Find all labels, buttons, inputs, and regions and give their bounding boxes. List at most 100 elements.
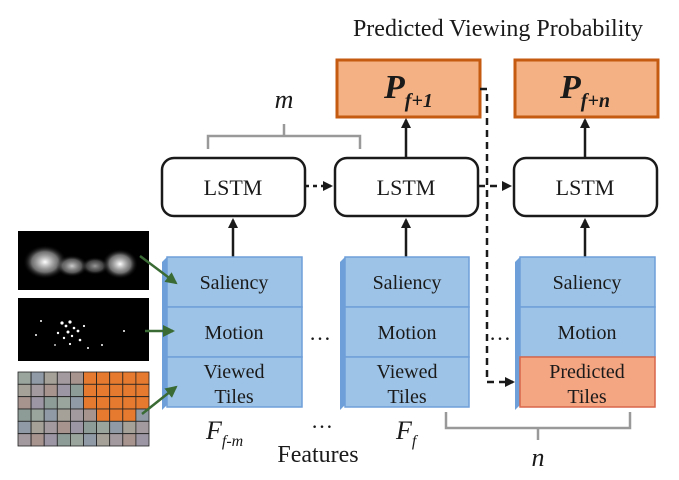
tile-cell	[70, 420, 84, 434]
feature-stack-1: Saliency Motion Viewed Tiles	[162, 256, 303, 410]
tile-cell	[96, 420, 111, 434]
tile-cell	[135, 383, 150, 397]
m-window-bracket	[206, 124, 362, 149]
viewed-label-line1: Viewed	[204, 361, 265, 383]
svg-text:LSTM: LSTM	[377, 175, 436, 200]
tile-cell	[56, 433, 71, 447]
saliency-label: Saliency	[200, 272, 269, 294]
lstm-cell-2: LSTM	[333, 156, 480, 218]
tile-cell	[17, 396, 32, 410]
tile-cell	[70, 396, 84, 410]
viewed-label-line2: Tiles	[387, 386, 427, 408]
feature-stack-2: Saliency Motion Viewed Tiles	[340, 256, 470, 410]
output-symbol: P	[383, 69, 405, 106]
output-subscript: f+n	[581, 90, 610, 112]
tile-cell	[17, 383, 32, 397]
tile-cell	[109, 383, 124, 397]
motion-map-thumbnail	[18, 298, 149, 361]
saliency-map-thumbnail	[18, 231, 149, 290]
tile-cell	[96, 383, 111, 397]
features-caption: Features	[277, 442, 358, 468]
tile-cell	[83, 408, 98, 422]
tile-cell	[135, 396, 150, 410]
viewed-label-line2: Tiles	[214, 386, 254, 408]
tile-cell	[135, 433, 150, 447]
lstm-cell-3: LSTM	[512, 156, 659, 218]
tile-cell	[43, 371, 58, 385]
tile-cell	[96, 408, 111, 422]
tile-cell	[83, 420, 98, 434]
viewed-tiles-thumbnail	[17, 371, 150, 447]
tile-cell	[96, 396, 111, 410]
svg-text:LSTM: LSTM	[204, 175, 263, 200]
tile-cell	[17, 371, 32, 385]
tile-cell	[135, 371, 150, 385]
motion-label: Motion	[205, 322, 264, 344]
tile-cell	[30, 371, 45, 385]
tile-cell	[70, 371, 84, 385]
tile-cell	[56, 383, 71, 397]
frame-label-last: Ff	[395, 416, 419, 450]
tile-cell	[43, 408, 58, 422]
tile-cell	[122, 396, 137, 410]
tile-cell	[122, 383, 137, 397]
tile-cell	[83, 433, 98, 447]
svg-text:Pf+1: Pf+1	[383, 69, 433, 112]
ellipsis: …	[311, 408, 333, 433]
svg-text:LSTM: LSTM	[556, 175, 615, 200]
tile-cell	[109, 433, 124, 447]
motion-label: Motion	[378, 322, 437, 344]
tile-cell	[70, 433, 84, 447]
output-box-f-plus-n: Pf+n	[513, 58, 660, 119]
ellipsis: …	[489, 320, 511, 345]
n-window-bracket	[444, 412, 632, 440]
output-symbol: P	[559, 69, 581, 106]
tile-cell	[122, 420, 137, 434]
saliency-input-arrow	[139, 255, 178, 285]
tile-cell	[83, 396, 98, 410]
motion-label: Motion	[558, 322, 617, 344]
tile-cell	[70, 383, 84, 397]
tile-cell	[122, 371, 137, 385]
tile-cell	[17, 408, 32, 422]
svg-text:Pf+n: Pf+n	[559, 69, 610, 112]
tile-cell	[109, 371, 124, 385]
tile-cell	[17, 433, 32, 447]
tile-cell	[30, 408, 45, 422]
lstm-cell-1: LSTM	[160, 156, 307, 218]
window-label-m: m	[275, 85, 294, 114]
predicted-label-line2: Tiles	[567, 386, 607, 408]
tile-cell	[83, 383, 98, 397]
output-subscript: f+1	[405, 90, 433, 112]
saliency-label: Saliency	[373, 272, 442, 294]
frame-label-first: Ff-m	[205, 416, 243, 450]
saliency-label: Saliency	[553, 272, 622, 294]
tile-cell	[135, 420, 150, 434]
tile-cell	[56, 396, 71, 410]
tile-cell	[56, 371, 71, 385]
tile-cell	[96, 433, 111, 447]
tile-cell	[43, 396, 58, 410]
feedback-arrow	[480, 87, 515, 387]
tile-cell	[30, 396, 45, 410]
feature-stack-3: Saliency Motion Predicted Tiles	[515, 256, 656, 410]
tile-cell	[109, 408, 124, 422]
tile-cell	[43, 433, 58, 447]
tile-cell	[30, 433, 45, 447]
output-box-f-plus-1: Pf+1	[335, 58, 482, 119]
tile-cell	[56, 408, 71, 422]
tile-cell	[43, 383, 58, 397]
tile-cell	[83, 371, 98, 385]
diagram-title: Predicted Viewing Probability	[353, 16, 643, 42]
window-label-n: n	[532, 443, 545, 472]
tile-cell	[43, 420, 58, 434]
tile-cell	[70, 408, 84, 422]
predicted-label-line1: Predicted	[549, 361, 625, 383]
tile-cell	[17, 420, 32, 434]
tile-cell	[96, 371, 111, 385]
ellipsis: …	[309, 320, 331, 345]
tile-cell	[109, 396, 124, 410]
tile-cell	[122, 433, 137, 447]
tiles-input-arrow	[141, 385, 178, 415]
